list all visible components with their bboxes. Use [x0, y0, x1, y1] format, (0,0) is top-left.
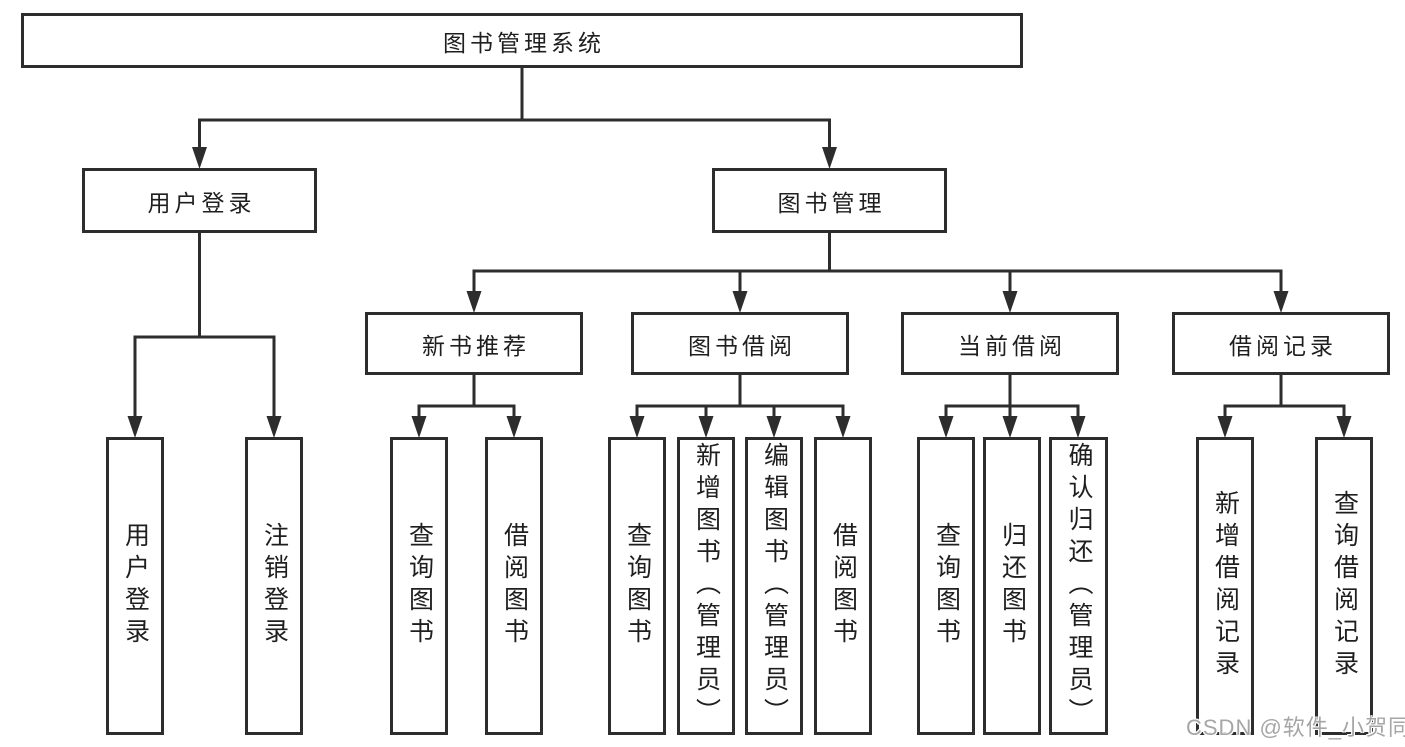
arrowhead-borrow-records [1273, 291, 1289, 313]
node-borrow-records: 借阅记录 [1172, 312, 1390, 375]
leaf-user-login: 用户登录 [106, 437, 164, 735]
leaf-current-confirm-return-admin: 确认归还（管理员） [1049, 437, 1108, 735]
connector-level2-split [198, 118, 831, 151]
arrowhead-nb-borrow [506, 416, 522, 438]
arrowhead-br-query [1336, 416, 1352, 438]
node-user-login: 用户登录 [82, 168, 317, 233]
arrowhead-book-management [822, 147, 837, 169]
leaf-borrow-edit-books-admin: 编辑图书（管理员） [745, 437, 803, 735]
node-current-borrow: 当前借阅 [901, 312, 1119, 375]
arrowhead-leaf-user-login [127, 416, 143, 438]
arrowhead-current-borrow [1002, 291, 1018, 313]
connector-current-borrow-split [944, 404, 1080, 420]
arrowhead-cb-return [1002, 416, 1018, 438]
arrowhead-cb-query [938, 416, 954, 438]
arrowhead-nb-query [411, 416, 427, 438]
arrowhead-user-login [192, 147, 207, 169]
arrowhead-leaf-logout [266, 416, 282, 438]
arrowhead-new-book-recommend [466, 291, 482, 313]
arrowhead-bb-add [698, 416, 714, 438]
connector-book-borrow-split [635, 404, 845, 420]
arrowhead-bb-edit [766, 416, 782, 438]
leaf-borrow-add-books-admin: 新增图书（管理员） [677, 437, 735, 735]
arrowhead-book-borrow [732, 291, 748, 313]
leaf-recommend-query-books: 查询图书 [390, 437, 448, 735]
leaf-current-return-books: 归还图书 [983, 437, 1041, 735]
node-book-management: 图书管理 [712, 168, 947, 233]
leaf-borrow-query-books: 查询图书 [608, 437, 666, 735]
leaf-current-query-books: 查询图书 [917, 437, 975, 735]
node-new-book-recommend: 新书推荐 [365, 312, 583, 375]
leaf-records-add-record: 新增借阅记录 [1196, 437, 1254, 735]
connector-borrow-records-split [1223, 404, 1346, 420]
connector-user-login-split [133, 335, 276, 420]
leaf-recommend-borrow-books: 借阅图书 [485, 437, 543, 735]
arrowhead-cb-confirm [1070, 416, 1086, 438]
leaf-logout: 注销登录 [245, 437, 303, 735]
leaf-borrow-borrow-books: 借阅图书 [814, 437, 872, 735]
node-book-borrow: 图书借阅 [631, 312, 849, 375]
arrowhead-bb-query [629, 416, 645, 438]
arrowhead-br-add [1217, 416, 1233, 438]
connector-level3-split [472, 269, 1283, 295]
csdn-watermark: CSDN @软件_小贺同学 [1186, 715, 1405, 740]
leaf-records-query-record: 查询借阅记录 [1315, 437, 1373, 735]
node-root-library-system: 图书管理系统 [21, 13, 1023, 68]
arrowhead-bb-borrow [835, 416, 851, 438]
connector-new-book-split [417, 404, 516, 420]
